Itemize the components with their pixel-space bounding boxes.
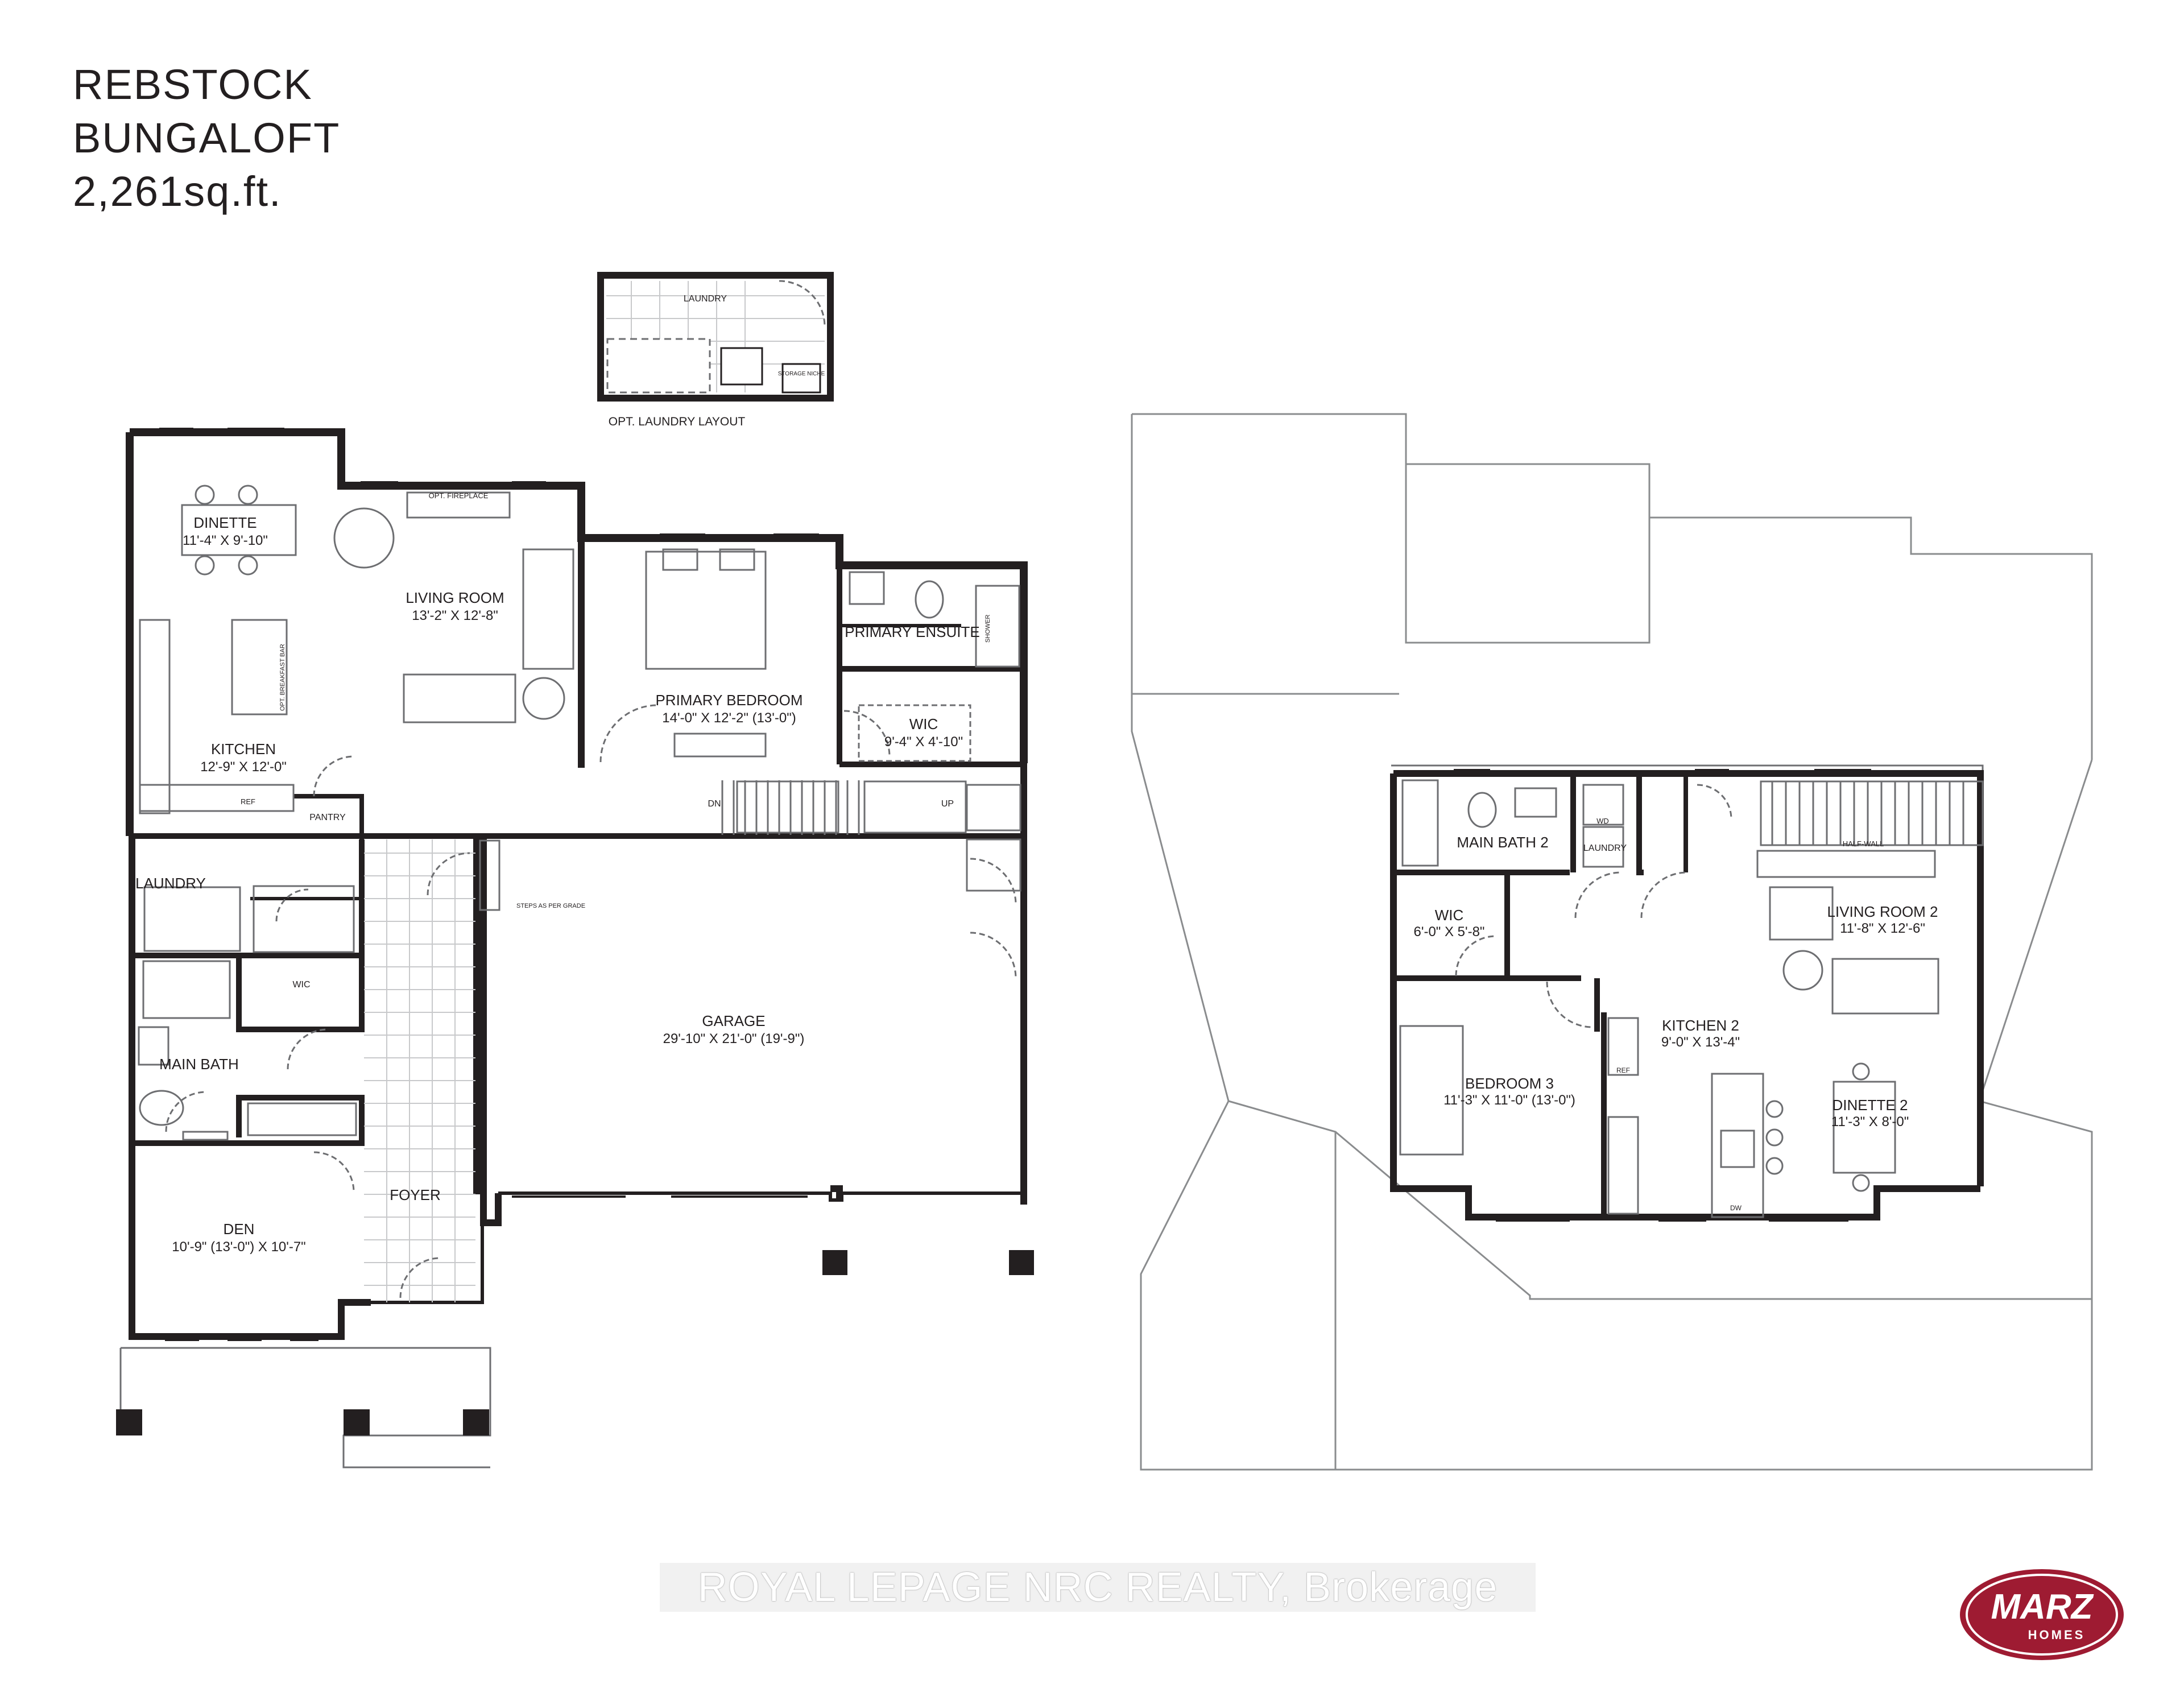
primary-bedroom-dims: 14'-0" X 12'-2" (13'-0") [662, 710, 796, 726]
main-bath-name: MAIN BATH [159, 1056, 239, 1073]
kitchen-2-name: KITCHEN 2 [1662, 1017, 1739, 1034]
garage-name: GARAGE [702, 1012, 765, 1029]
upper-floor [1390, 764, 1984, 1222]
plan-area: 2,261sq.ft. [73, 168, 282, 215]
upper-laundry-name: LAUNDRY [1583, 843, 1627, 853]
wic-name: WIC [292, 980, 310, 990]
den-dims: 10'-9" (13'-0") X 10'-7" [172, 1239, 305, 1255]
storage-niche-label: STORAGE NICHE [778, 371, 825, 377]
upper-wic-name: WIC [1435, 907, 1464, 924]
upper-wic-dims: 6'-0" X 5'-8" [1414, 924, 1485, 940]
kitchen-ref-label: REF [241, 797, 255, 806]
dinette-dims: 11'-4" X 9'-10" [183, 533, 268, 548]
dinette-2-name: DINETTE 2 [1833, 1097, 1908, 1114]
laundry-name: LAUNDRY [135, 875, 206, 892]
kitchen-2-dw: DW [1730, 1204, 1742, 1212]
den-name: DEN [224, 1221, 255, 1238]
foyer-name: FOYER [390, 1186, 441, 1203]
primary-ensuite-name: PRIMARY ENSUITE [845, 623, 979, 640]
wd-label: WD [1596, 817, 1609, 825]
kitchen-dims: 12'-9" X 12'-0" [200, 759, 287, 775]
logo-sub: HOMES [2028, 1628, 2086, 1642]
living-room-2-name: LIVING ROOM 2 [1827, 903, 1938, 920]
opt-laundry-caption: OPT. LAUNDRY LAYOUT [609, 415, 746, 428]
bedroom-3-dims: 11'-3" X 11'-0" (13'-0") [1443, 1093, 1575, 1108]
primary-wic-name: WIC [909, 715, 938, 733]
stairs-down-label: DN [708, 799, 721, 809]
garage-dims: 29'-10" X 21'-0" (19'-9") [663, 1031, 805, 1046]
kitchen-2-ref: REF [1616, 1066, 1630, 1074]
brokerage-watermark: ROYAL LEPAGE NRC REALTY, Brokerage [660, 1563, 1536, 1612]
roof-outline [1131, 413, 2093, 1471]
logo-oval [1960, 1569, 2124, 1660]
breakfast-bar-label: OPT. BREAKFAST BAR [279, 644, 286, 711]
plan-subtitle: BUNGALOFT [73, 114, 341, 162]
kitchen-name: KITCHEN [211, 740, 276, 758]
kitchen-2-dims: 9'-0" X 13'-4" [1661, 1035, 1740, 1050]
main-floor [116, 428, 1034, 1468]
fireplace-label: OPT. FIREPLACE [429, 491, 489, 500]
half-wall-label: HALF-WALL [1843, 839, 1884, 848]
logo-name: MARZ [1991, 1587, 2094, 1627]
living-room-2-dims: 11'-8" X 12'-6" [1840, 921, 1925, 936]
optional-laundry-layout: LAUNDRY STORAGE NICHE OPT. LAUNDRY LAYOU… [597, 272, 834, 428]
opt-laundry-label: LAUNDRY [684, 294, 727, 304]
marz-homes-logo: MARZ HOMES [1960, 1569, 2124, 1660]
dinette-name: DINETTE [193, 514, 257, 531]
main-bath-2-name: MAIN BATH 2 [1457, 834, 1548, 851]
shower-label: SHOWER [985, 614, 991, 643]
plan-title: REBSTOCK [73, 61, 313, 108]
living-room-name: LIVING ROOM [406, 589, 504, 606]
primary-wic-dims: 9'-4" X 4'-10" [884, 734, 963, 750]
living-room-dims: 13'-2" X 12'-8" [412, 608, 498, 623]
dinette-2-dims: 11'-3" X 8'-0" [1831, 1114, 1909, 1130]
bedroom-3-name: BEDROOM 3 [1465, 1075, 1554, 1092]
steps-label: STEPS AS PER GRADE [516, 903, 585, 909]
upper-floor-labels: MAIN BATH 2 WD LAUNDRY HALF-WALL LIVING … [1414, 817, 1938, 1212]
pantry-label: PANTRY [309, 813, 346, 822]
stairs-up-label: UP [941, 799, 954, 809]
primary-bedroom-name: PRIMARY BEDROOM [655, 692, 803, 709]
main-floor-labels: DINETTE 11'-4" X 9'-10" OPT. FIREPLACE L… [135, 491, 991, 1255]
